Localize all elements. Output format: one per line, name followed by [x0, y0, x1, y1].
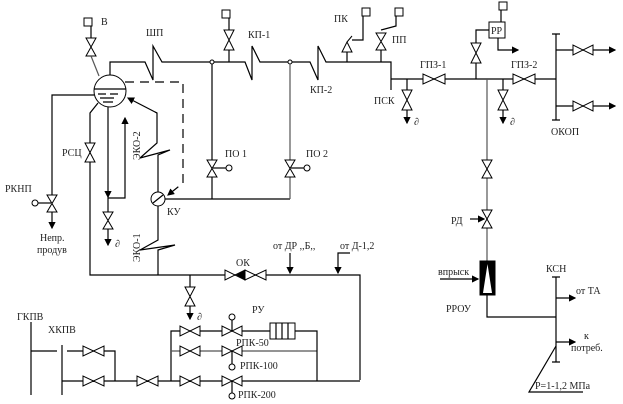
label-rknp: РКНП	[5, 184, 32, 195]
rd-valve[interactable]	[481, 209, 493, 229]
label-produv: продув	[37, 245, 67, 256]
valve[interactable]	[481, 159, 493, 179]
label-po2: ПО 2	[306, 149, 328, 160]
label-rsc: РСЦ	[62, 148, 82, 159]
gpz2-valve[interactable]	[512, 73, 536, 85]
label-eko2: ЭКО-2	[132, 131, 143, 160]
label-gpz1: ГПЗ-1	[420, 60, 446, 71]
vent-valve[interactable]	[83, 17, 100, 77]
label-psk: ПСК	[374, 96, 395, 107]
ru-valves[interactable]	[179, 325, 201, 387]
label-pp: ПП	[392, 35, 406, 46]
po1-valve[interactable]	[206, 159, 233, 178]
ksn-header	[527, 276, 583, 393]
junction	[287, 59, 293, 65]
label-gkpv: ГКПВ	[17, 312, 44, 323]
label-ot-dr: от ДР ,,Б,,	[273, 241, 315, 252]
label-vprysk: впрыск	[438, 267, 469, 278]
blowdown-line	[51, 94, 94, 195]
economizer-2	[139, 111, 171, 192]
drain-valve[interactable]	[401, 79, 413, 125]
drain-valve[interactable]	[497, 79, 509, 125]
label-ru: РУ	[252, 305, 265, 316]
steam-line	[109, 43, 392, 90]
reducing-unit-ru	[62, 313, 360, 400]
label-ok: ОК	[236, 258, 250, 269]
rknp-valve[interactable]	[31, 194, 58, 230]
flue-dashed-line	[125, 81, 184, 196]
label-eko1: ЭКО-1	[132, 233, 143, 262]
label-rpk100: РПК-100	[240, 361, 278, 372]
label-rrou: РРОУ	[446, 304, 472, 315]
junction	[209, 59, 215, 65]
drain-valve[interactable]	[184, 275, 196, 321]
pressure-regulator-rr[interactable]	[470, 1, 520, 79]
label-ku: КУ	[167, 207, 181, 218]
ku-circulation-pump	[150, 191, 166, 207]
rpk-valves[interactable]	[221, 325, 243, 387]
po2-valve[interactable]	[284, 159, 311, 178]
drain-symbol: ∂	[510, 117, 515, 128]
label-kp2: КП-2	[310, 85, 332, 96]
label-v: В	[101, 17, 108, 28]
label-ksn: КСН	[546, 264, 566, 275]
drain-symbol: ∂	[414, 117, 419, 128]
label-ot-ta: от ТА	[576, 286, 601, 297]
label-po1: ПО 1	[225, 149, 247, 160]
label-potreb: потреб.	[571, 343, 603, 354]
label-ot-d: от Д-1,2	[340, 241, 374, 252]
rrou-unit	[440, 260, 556, 318]
valve-pp[interactable]	[375, 7, 404, 62]
label-rd: РД	[451, 216, 463, 227]
feedwater-collectors	[30, 322, 159, 395]
label-gpz2: ГПЗ-2	[511, 60, 537, 71]
label-k: к	[584, 331, 589, 342]
label-pk: ПК	[334, 14, 348, 25]
label-okop: ОКОП	[551, 127, 579, 138]
label-kp1: КП-1	[248, 30, 270, 41]
feedwater-line	[89, 102, 361, 380]
check-valve-ok[interactable]	[224, 269, 267, 281]
label-nepr: Непр.	[40, 233, 65, 244]
label-rpk50: РПК-50	[236, 338, 269, 349]
label-rpk200: РПК-200	[238, 390, 276, 401]
drain-symbol: ∂	[197, 312, 202, 323]
drain-valve[interactable]	[102, 197, 114, 247]
economizer-1	[139, 206, 176, 275]
safety-valve-pk[interactable]	[341, 7, 371, 62]
label-pressure: P=1-1,2 МПа	[535, 381, 591, 392]
okop-header	[552, 33, 617, 121]
air-valve[interactable]	[221, 9, 235, 62]
rsc-valve[interactable]	[84, 142, 96, 163]
label-hkpv: ХКПВ	[48, 325, 76, 336]
label-rr: РР	[491, 26, 503, 37]
boiler-drum	[93, 74, 127, 108]
drain-symbol: ∂	[115, 239, 120, 250]
collector-valves[interactable]	[82, 345, 159, 387]
label-shp: ШП	[146, 28, 163, 39]
gpz1-valve[interactable]	[422, 73, 446, 85]
